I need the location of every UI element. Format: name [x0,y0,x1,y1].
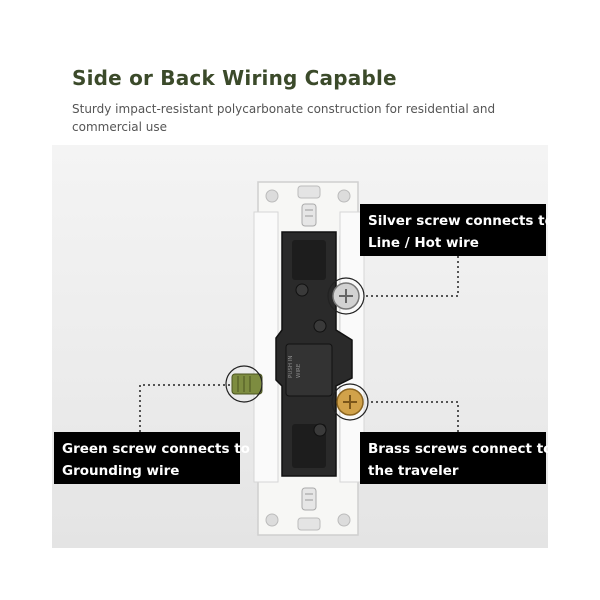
left-rail [253,211,279,483]
body-marking-push-in: PUSH IN [288,356,294,378]
silver-screw-icon [327,277,365,315]
callout-silver-line2: Line / Hot wire [368,235,479,251]
green-screw-icon [225,365,263,403]
leader-brass [368,401,459,432]
page-subtitle: Sturdy impact-resistant polycarbonate co… [72,102,496,134]
bottom-mounting-screw [301,487,317,511]
body-marking-wire: WIRE [296,363,302,378]
callout-green-line2: Grounding wire [62,463,180,479]
callout-silver-screw: Silver screw connects to Line / Hot wire [360,204,554,256]
leader-green [139,384,230,432]
leader-lines [139,256,459,432]
callout-green-screw: Green screw connects to Grounding wire [54,432,250,484]
callout-silver-line1: Silver screw connects to [368,213,554,229]
switch-body [275,231,353,477]
top-mounting-screw [301,203,317,227]
leader-silver [364,256,459,297]
callout-brass-screws: Brass screws connect to the traveler [360,432,553,484]
page-title: Side or Back Wiring Capable [72,66,397,90]
brass-screw-icon [331,383,369,421]
callout-brass-line2: the traveler [368,463,459,479]
callout-brass-line1: Brass screws connect to [368,441,553,457]
callout-green-line1: Green screw connects to [62,441,250,457]
